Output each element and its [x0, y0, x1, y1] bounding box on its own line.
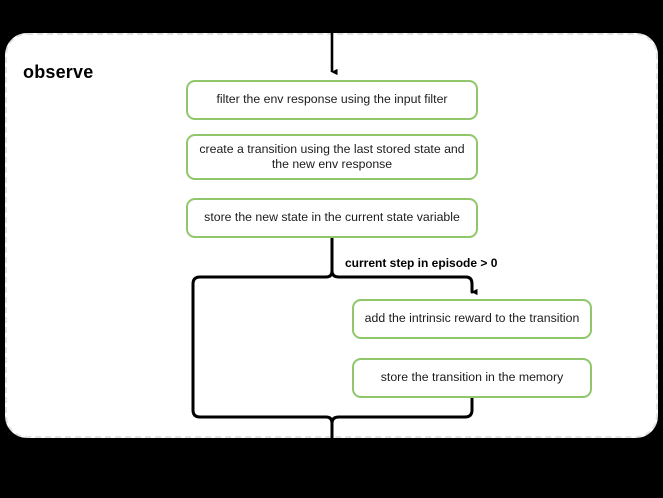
node-filter-env-response[interactable]: filter the env response using the input …	[186, 80, 478, 120]
node-store-transition-memory[interactable]: store the transition in the memory	[352, 358, 592, 398]
edge-label-current-step-condition: current step in episode > 0	[345, 256, 498, 270]
node-add-intrinsic-reward[interactable]: add the intrinsic reward to the transiti…	[352, 299, 592, 339]
node-store-new-state[interactable]: store the new state in the current state…	[186, 198, 478, 238]
observe-group-title: observe	[23, 62, 94, 82]
node-create-transition[interactable]: create a transition using the last store…	[186, 134, 478, 180]
